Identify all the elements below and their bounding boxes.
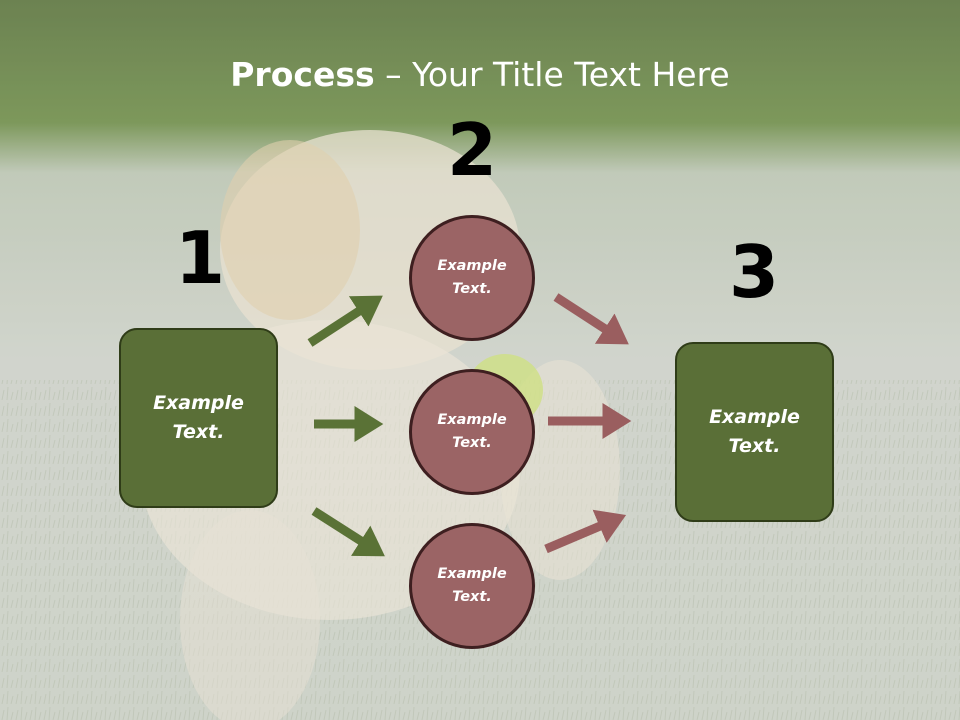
circle-top-line2: Text. [452,281,492,297]
right-step-box: Example Text. [675,342,834,522]
right-box-line2: Text. [728,435,781,457]
arrow-left-to-bottom [311,507,385,557]
circle-middle-line2: Text. [452,435,492,451]
left-box-line2: Text. [172,421,225,443]
step-number-1: 1 [174,216,226,300]
circle-bottom-line1: Example [437,566,507,582]
circle-bottom-line2: Text. [452,589,492,605]
circle-middle: Example Text. [409,369,535,495]
arrow-left-to-top [307,295,383,347]
step-number-2: 2 [446,108,498,192]
arrow-top-to-right [553,293,629,345]
title-rest: – Your Title Text Here [374,55,730,94]
circle-top-line1: Example [437,258,507,274]
title-bold: Process [230,55,375,94]
circle-middle-line1: Example [437,412,507,428]
arrow-bottom-to-right [544,509,627,554]
circle-bottom: Example Text. [409,523,535,649]
step-number-3: 3 [728,230,780,314]
left-step-box: Example Text. [119,328,278,508]
circle-top: Example Text. [409,215,535,341]
slide-title: Process – Your Title Text Here [0,52,960,98]
right-box-line1: Example [709,406,800,428]
left-box-line1: Example [153,392,244,414]
